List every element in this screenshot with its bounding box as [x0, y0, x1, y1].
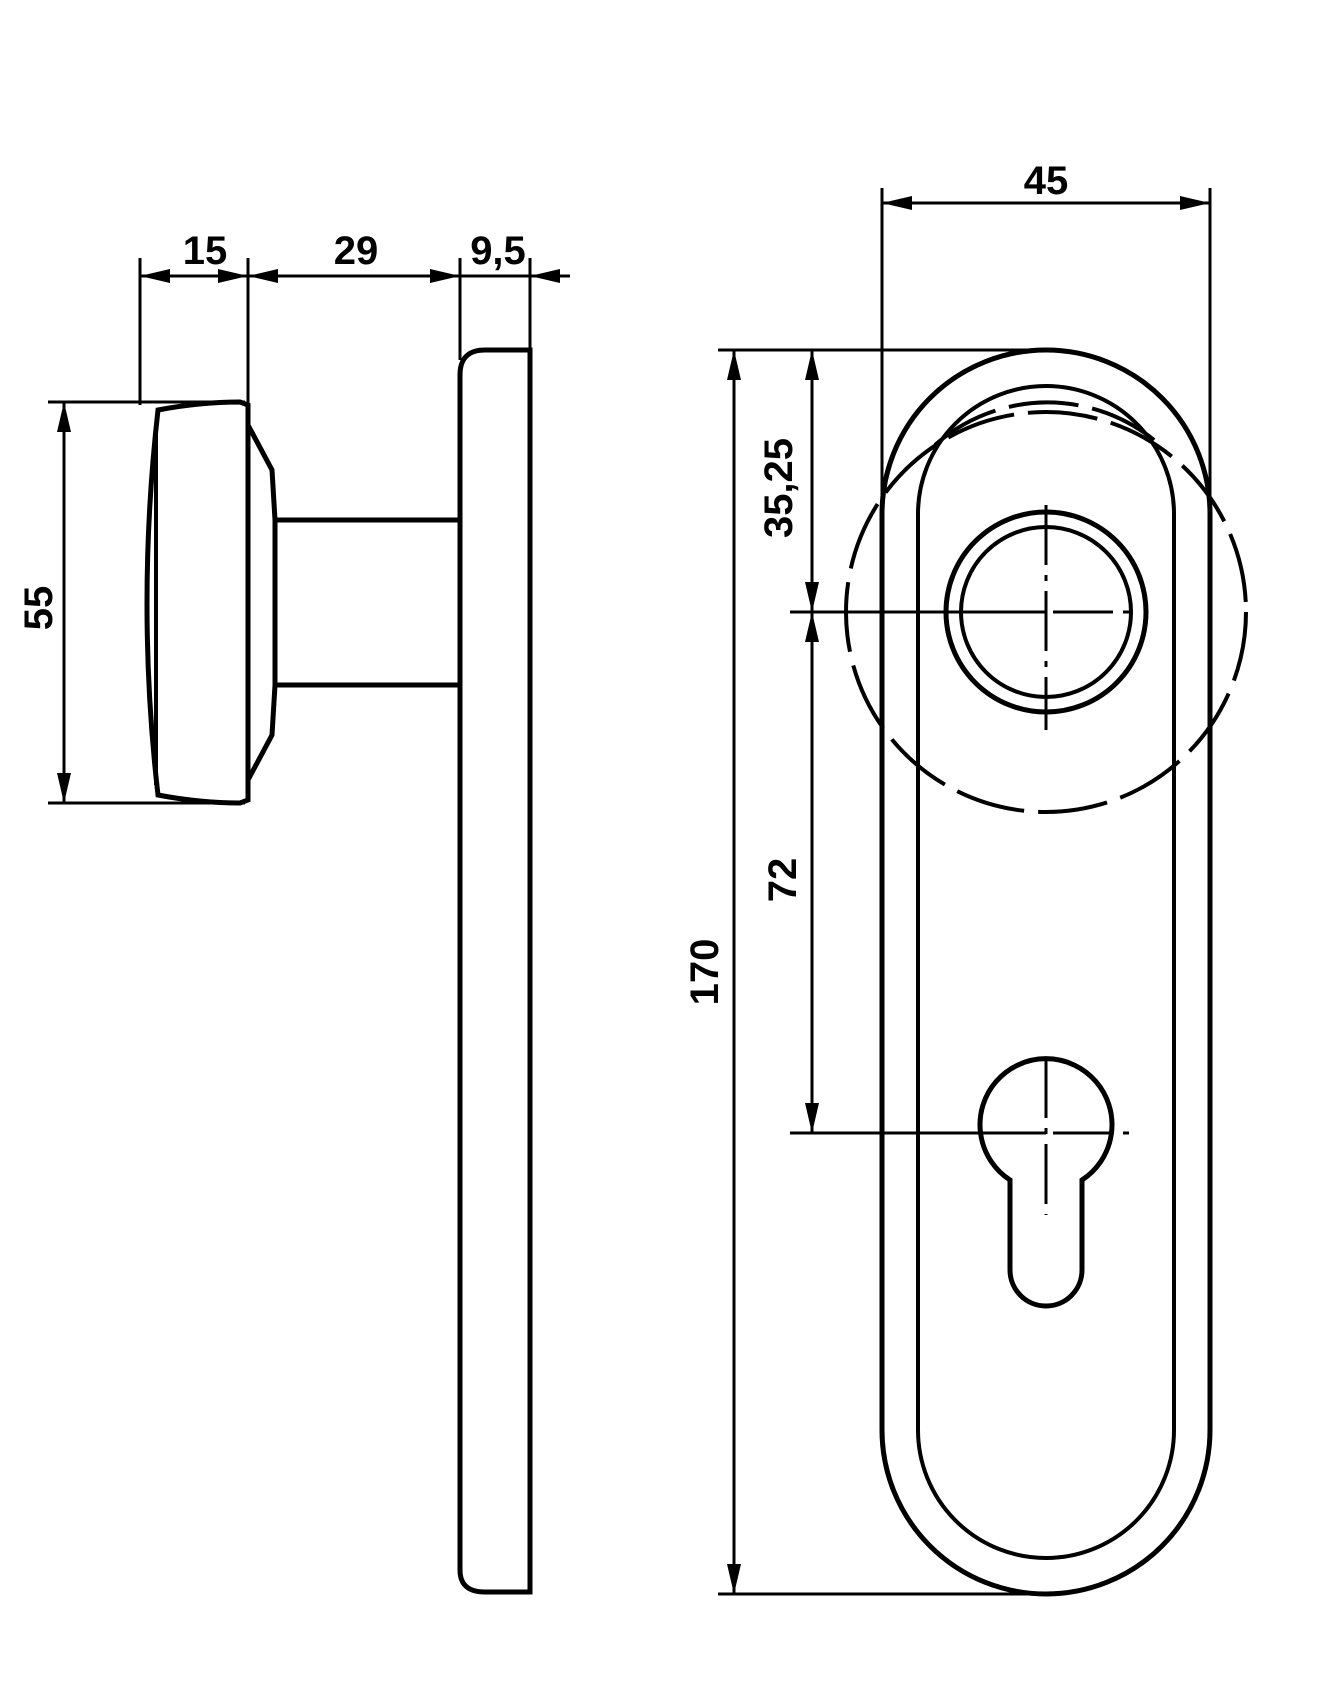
plate-side-profile: [457, 347, 533, 1595]
dim-label-knob-depth: 15: [183, 229, 228, 273]
dim-label-plate-height: 170: [683, 939, 727, 1006]
arrow: [248, 269, 278, 283]
dim-label-center-distance: 72: [761, 858, 805, 903]
escutcheon-plate-inner: [916, 384, 1176, 1560]
arrow: [1180, 196, 1210, 210]
arrow: [727, 1564, 741, 1594]
arrow: [218, 269, 248, 283]
arrow: [805, 582, 819, 612]
dim-label-knob-diameter: 55: [17, 586, 61, 631]
arrow: [882, 196, 912, 210]
arrow: [430, 269, 460, 283]
arrow: [727, 350, 741, 380]
arrow: [805, 350, 819, 380]
knob-taper: [245, 423, 278, 782]
dim-label-knob-offset: 35,25: [757, 438, 801, 538]
arrow: [530, 269, 560, 283]
side-view: 15 29 9,5 55: [17, 229, 570, 1595]
arrow: [805, 612, 819, 642]
front-view: 45 170 35,25 72: [683, 159, 1248, 1597]
escutcheon-plate-outer: [879, 347, 1213, 1597]
dim-label-plate-thickness: 9,5: [470, 229, 526, 273]
arrow: [805, 1103, 819, 1133]
arrow: [57, 773, 71, 803]
cylinder-keyhole: [977, 1056, 1115, 1309]
dim-label-plate-width: 45: [1024, 159, 1069, 203]
knob-profile: [144, 399, 251, 806]
arrow: [57, 402, 71, 432]
knob-arc-top: [933, 400, 1162, 447]
dim-label-neck-length: 29: [334, 229, 379, 273]
arrow: [140, 269, 170, 283]
knob-neck: [272, 517, 462, 688]
